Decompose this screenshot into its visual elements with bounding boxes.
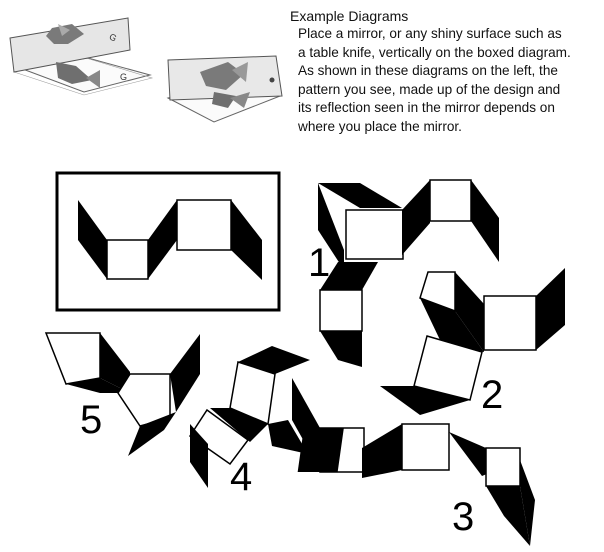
fish-reflection: [212, 92, 236, 108]
black-rhombus: [100, 333, 130, 393]
black-rhombus: [380, 386, 470, 415]
white-square: [429, 179, 472, 222]
white-square: [188, 408, 250, 466]
fish-reflection: [46, 24, 84, 44]
pattern-label-3: 3: [452, 495, 474, 539]
instruction-line: pattern you see, made up of the design a…: [298, 81, 561, 97]
white-square: [345, 209, 404, 260]
pattern-2: 2: [380, 268, 565, 417]
black-rhombus: [66, 378, 130, 393]
example-illustration-right: [166, 55, 283, 123]
black-rhombus: [471, 180, 499, 262]
white-square: [485, 447, 521, 487]
black-rhombus: [320, 262, 378, 290]
fish-reflection: [230, 92, 250, 108]
white-square: [319, 289, 363, 332]
fish-drawing: [56, 62, 92, 84]
pattern-label-4: 4: [230, 455, 252, 499]
black-rhombus: [128, 412, 176, 456]
diagram-frame: [55, 171, 281, 312]
fish-fin: [58, 24, 70, 36]
fish-tail: [86, 70, 100, 88]
black-rhombus: [231, 200, 262, 280]
pattern-label-5: 5: [80, 398, 102, 442]
black-rhombus: [210, 408, 268, 442]
black-rhombus: [318, 183, 402, 208]
black-rhombus: [297, 428, 344, 472]
pattern-5: 5: [44, 332, 200, 456]
black-rhombus: [268, 420, 308, 454]
pattern-label-1: 1: [308, 241, 330, 285]
black-rhombus: [420, 298, 484, 352]
white-square: [106, 239, 149, 280]
pattern-4: 4: [188, 346, 310, 499]
instruction-line: Place a mirror, or any shiny surface suc…: [298, 26, 562, 41]
white-rhombus: [44, 332, 101, 385]
mirror-dot: [269, 77, 275, 83]
white-square: [401, 423, 450, 471]
pattern-label-2: 2: [481, 373, 503, 417]
black-rhombus: [238, 346, 310, 374]
black-rhombus: [78, 200, 107, 279]
black-rhombus: [148, 200, 177, 279]
white-square: [483, 295, 537, 351]
page-title: Example Diagrams: [290, 8, 409, 24]
black-rhombus: [190, 424, 208, 488]
pattern-1: 1: [308, 179, 499, 367]
black-rhombus: [320, 331, 362, 367]
black-rhombus: [170, 334, 200, 412]
example-illustration-left: G G: [9, 17, 154, 96]
fish-fin: [232, 62, 248, 82]
mirror-letter: G: [108, 32, 119, 44]
black-rhombus: [402, 180, 430, 255]
instruction-line: its reflection seen in the mirror depend…: [298, 100, 555, 116]
black-rhombus: [486, 486, 530, 546]
instruction-line: a table knife, vertically on the boxed d…: [298, 44, 571, 60]
mirror-panel: [9, 17, 131, 73]
black-rhombus: [318, 183, 344, 270]
paper-letter: G: [120, 72, 127, 82]
fish-drawing: [200, 62, 244, 90]
pattern-3: 3: [292, 378, 535, 546]
instructions-text: Place a mirror, or any shiny surface suc…: [298, 25, 598, 137]
black-rhombus: [362, 424, 402, 478]
instruction-line: As shown in these diagrams on the left, …: [298, 63, 558, 79]
instruction-line: where you place the mirror.: [298, 118, 462, 134]
black-rhombus: [455, 272, 484, 352]
black-rhombus: [536, 268, 565, 350]
black-rhombus: [520, 460, 535, 546]
boxed-diagram: [55, 171, 281, 312]
white-square: [176, 199, 232, 251]
